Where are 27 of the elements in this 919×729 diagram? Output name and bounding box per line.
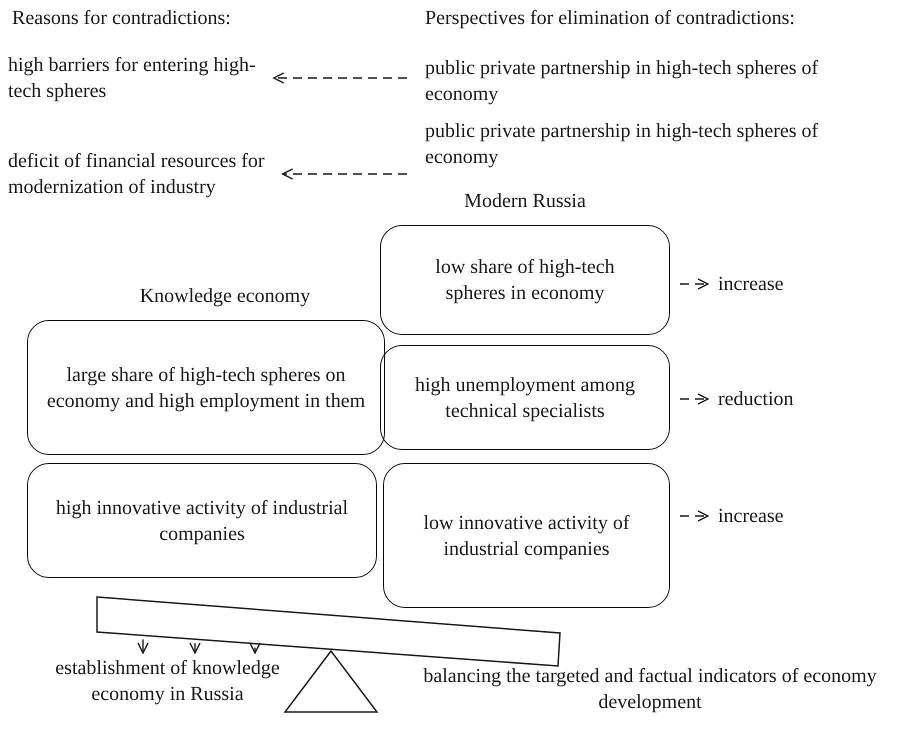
arrow bbox=[680, 278, 709, 290]
node-text: public private partnership in high-tech spheres of economy bbox=[425, 118, 895, 170]
node-text: establishment of knowledge economy in Russia bbox=[35, 655, 300, 707]
node-text: reduction bbox=[718, 386, 808, 412]
node-text: increase bbox=[718, 503, 798, 529]
node-text: high barriers for entering high-tech spheres bbox=[8, 52, 258, 104]
fulcrum-triangle bbox=[284, 650, 378, 713]
rounded-box: low innovative activity of industrial companies bbox=[383, 463, 670, 608]
node-text: deficit of financial resources for modernization of industry bbox=[8, 148, 303, 200]
caption-text: balancing the targeted and factual indicators of economy development bbox=[422, 664, 878, 715]
arrow bbox=[282, 168, 407, 180]
arrow bbox=[273, 72, 407, 84]
arrow bbox=[189, 642, 201, 654]
arrow bbox=[249, 642, 261, 654]
group-heading: Modern Russia bbox=[463, 189, 587, 214]
rounded-box: low share of high-tech spheres in economy bbox=[380, 225, 670, 335]
rounded-box: high unemployment among technical specialists bbox=[380, 345, 670, 450]
node-text: increase bbox=[718, 271, 798, 297]
node-text: public private partnership in high-tech spheres of economy bbox=[425, 55, 895, 107]
group-heading: Knowledge economy bbox=[138, 284, 312, 309]
column-heading: Perspectives for elimination of contradictions: bbox=[425, 6, 796, 31]
arrow bbox=[680, 510, 709, 522]
rounded-box: high innovative activity of industrial companies bbox=[27, 463, 377, 578]
arrow bbox=[137, 639, 149, 654]
column-heading: Reasons for contradictions: bbox=[12, 6, 232, 31]
arrow bbox=[680, 393, 709, 405]
rounded-box: large share of high-tech spheres on economy and high employment in them bbox=[27, 320, 385, 455]
